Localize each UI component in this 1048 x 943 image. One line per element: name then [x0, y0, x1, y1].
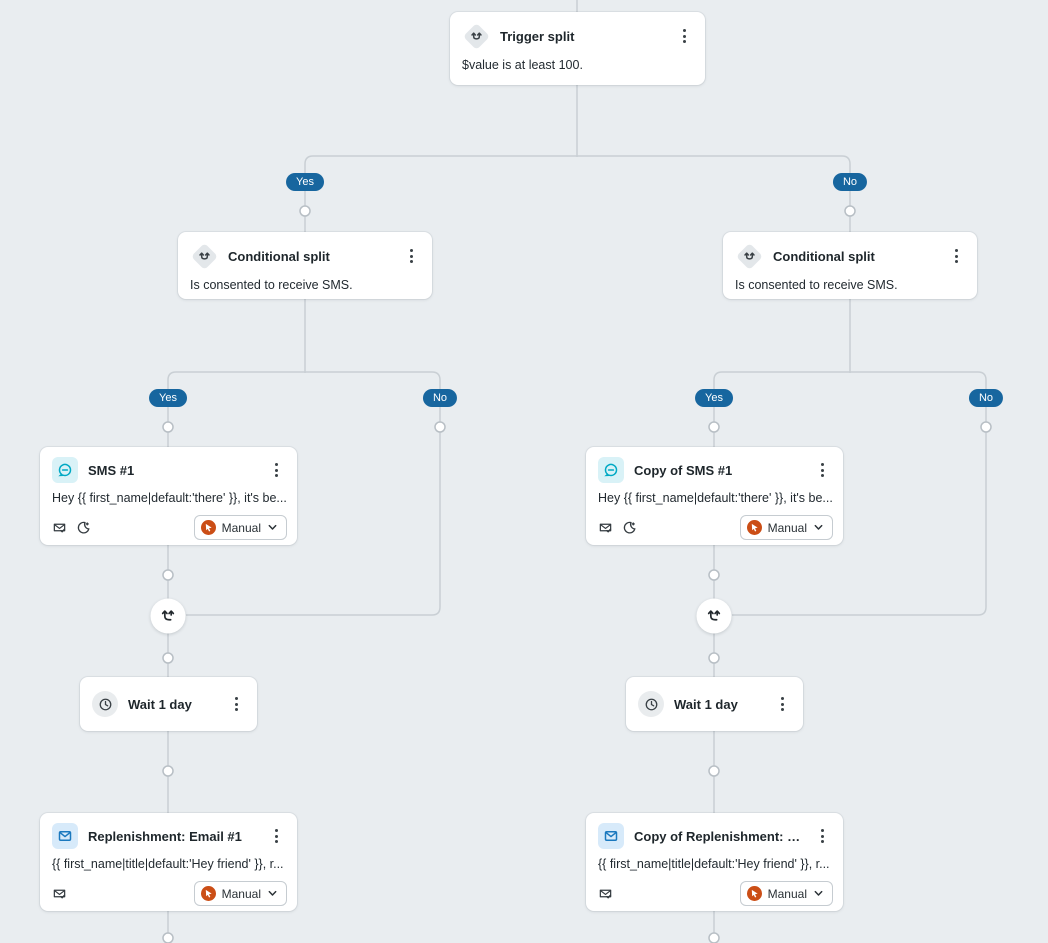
moon-icon	[77, 521, 90, 534]
kebab-menu-icon[interactable]	[267, 826, 285, 846]
kebab-menu-icon[interactable]	[675, 26, 693, 46]
branch-badge-yes: Yes	[695, 389, 733, 407]
kebab-menu-icon[interactable]	[813, 826, 831, 846]
envelope-check-icon	[53, 523, 66, 533]
chevron-down-icon	[268, 524, 277, 530]
node-dot	[434, 421, 446, 433]
chat-bubble-icon	[598, 457, 624, 483]
node-title: Wait 1 day	[674, 696, 738, 712]
node-dot	[708, 569, 720, 581]
status-dropdown[interactable]: Manual	[739, 515, 833, 540]
node-email-right[interactable]: Copy of Replenishment: Em... {{ first_na…	[586, 813, 843, 911]
node-wait-right[interactable]: Wait 1 day	[626, 677, 803, 731]
envelope-icon	[52, 823, 78, 849]
clock-icon	[638, 691, 664, 717]
status-dropdown[interactable]: Manual	[193, 515, 287, 540]
node-title: Replenishment: Email #1	[88, 828, 242, 844]
branch-badge-no: No	[968, 389, 1004, 407]
kebab-menu-icon[interactable]	[402, 246, 420, 266]
node-email-left[interactable]: Replenishment: Email #1 {{ first_name|ti…	[40, 813, 297, 911]
connector-line	[713, 371, 987, 616]
node-dot	[708, 652, 720, 664]
node-dot	[162, 421, 174, 433]
split-arrows-icon	[462, 22, 490, 50]
chevron-down-icon	[814, 524, 823, 530]
node-dot	[708, 421, 720, 433]
node-dot	[708, 932, 720, 943]
envelope-check-icon	[53, 889, 66, 899]
node-dot	[162, 569, 174, 581]
branch-badge-no: No	[832, 173, 868, 191]
node-description: {{ first_name|title|default:'Hey friend'…	[598, 857, 830, 871]
node-dot	[844, 205, 856, 217]
node-title: Copy of SMS #1	[634, 462, 733, 478]
node-dot	[162, 652, 174, 664]
split-arrows-icon	[735, 242, 763, 270]
node-dot	[708, 765, 720, 777]
node-sms-left[interactable]: SMS #1 Hey {{ first_name|default:'there'…	[40, 447, 297, 545]
manual-status-icon	[200, 886, 216, 901]
status-dropdown[interactable]: Manual	[193, 881, 287, 906]
node-description: {{ first_name|title|default:'Hey friend'…	[52, 857, 284, 871]
envelope-check-icon	[599, 889, 612, 899]
connector-line	[167, 371, 441, 616]
kebab-menu-icon[interactable]	[227, 694, 245, 714]
node-dot	[980, 421, 992, 433]
manual-status-icon	[200, 520, 216, 535]
clock-icon	[92, 691, 118, 717]
node-title: Conditional split	[773, 248, 875, 264]
node-dot	[162, 932, 174, 943]
node-sms-right[interactable]: Copy of SMS #1 Hey {{ first_name|default…	[586, 447, 843, 545]
moon-icon	[623, 521, 636, 534]
node-description: Is consented to receive SMS.	[735, 278, 898, 292]
manual-status-icon	[746, 520, 762, 535]
status-dropdown[interactable]: Manual	[739, 881, 833, 906]
node-title: Trigger split	[500, 28, 575, 44]
status-label: Manual	[221, 886, 261, 901]
node-title: SMS #1	[88, 462, 135, 478]
node-conditional-split-left[interactable]: Conditional split Is consented to receiv…	[178, 232, 432, 299]
kebab-menu-icon[interactable]	[813, 460, 831, 480]
chat-bubble-icon	[52, 457, 78, 483]
node-dot	[162, 765, 174, 777]
node-conditional-split-right[interactable]: Conditional split Is consented to receiv…	[723, 232, 977, 299]
node-title: Copy of Replenishment: Em...	[634, 828, 803, 844]
envelope-icon	[598, 823, 624, 849]
status-label: Manual	[767, 520, 807, 535]
branch-badge-yes: Yes	[286, 173, 324, 191]
branch-badge-no: No	[422, 389, 458, 407]
merge-paths-icon	[696, 598, 732, 634]
chevron-down-icon	[268, 890, 277, 896]
kebab-menu-icon[interactable]	[947, 246, 965, 266]
branch-badge-yes: Yes	[149, 389, 187, 407]
manual-status-icon	[746, 886, 762, 901]
node-description: Is consented to receive SMS.	[190, 278, 353, 292]
node-trigger-split[interactable]: Trigger split $value is at least 100.	[450, 12, 705, 85]
chevron-down-icon	[814, 890, 823, 896]
node-title: Wait 1 day	[128, 696, 192, 712]
node-title: Conditional split	[228, 248, 330, 264]
kebab-menu-icon[interactable]	[773, 694, 791, 714]
split-arrows-icon	[190, 242, 218, 270]
node-description: Hey {{ first_name|default:'there' }}, it…	[598, 491, 833, 505]
node-dot	[299, 205, 311, 217]
merge-paths-icon	[150, 598, 186, 634]
status-label: Manual	[767, 886, 807, 901]
kebab-menu-icon[interactable]	[267, 460, 285, 480]
node-wait-left[interactable]: Wait 1 day	[80, 677, 257, 731]
connector-line	[304, 155, 851, 232]
node-description: $value is at least 100.	[462, 58, 583, 72]
envelope-check-icon	[599, 523, 612, 533]
status-label: Manual	[221, 520, 261, 535]
node-description: Hey {{ first_name|default:'there' }}, it…	[52, 491, 287, 505]
